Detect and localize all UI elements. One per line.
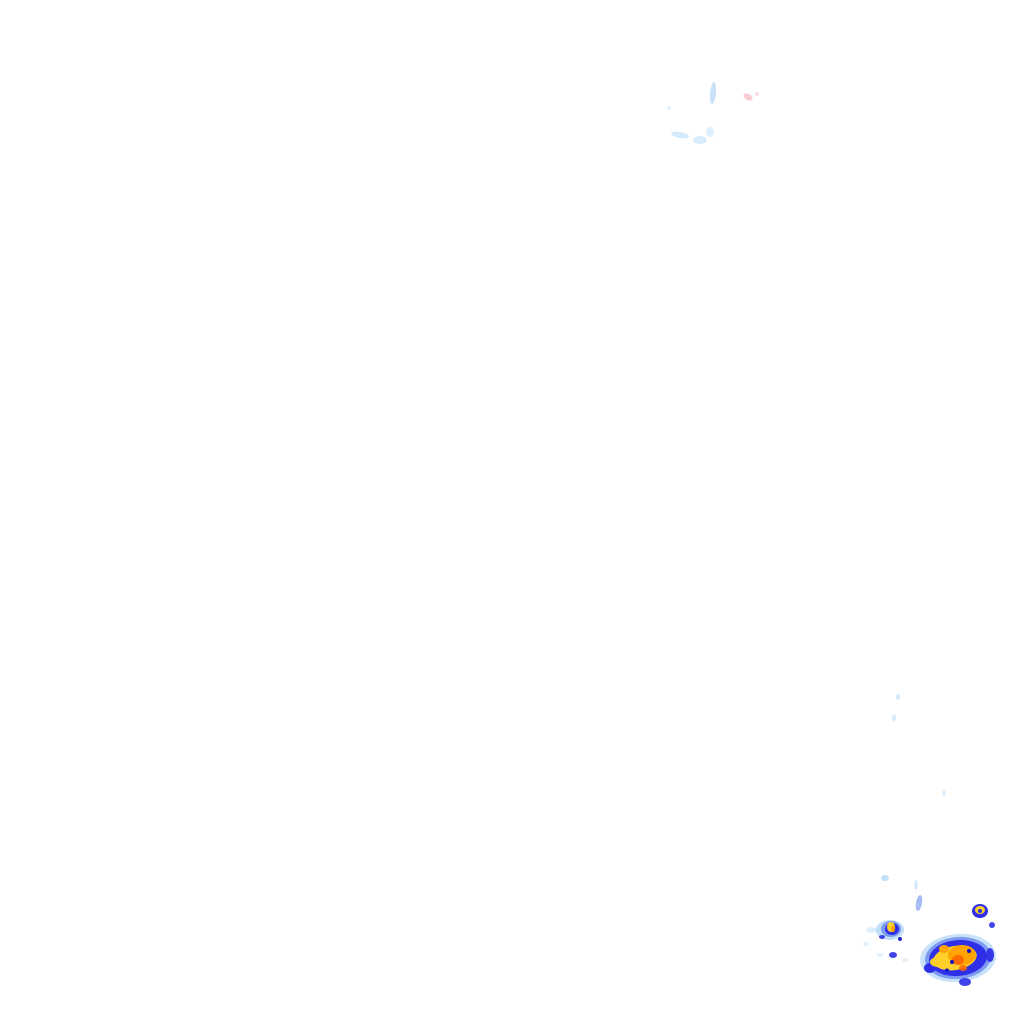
echo-moderate xyxy=(959,978,971,986)
echo-moderate xyxy=(879,935,885,939)
echo-very_light xyxy=(863,942,869,946)
echo-moderate xyxy=(889,952,897,958)
echo-trace_red xyxy=(755,92,759,96)
echo-very_light xyxy=(892,714,896,722)
echo-very_light xyxy=(942,790,946,796)
echo-extreme xyxy=(952,955,964,965)
echo-very_light xyxy=(706,127,714,137)
echo-heavy xyxy=(967,949,971,953)
echo-moderate xyxy=(989,922,995,928)
eastern-scattered-drizzle xyxy=(863,694,946,962)
echo-very_light xyxy=(914,880,918,890)
southeast-storm-cell-isolated xyxy=(972,904,988,918)
southeast-storm-cell-small xyxy=(876,920,904,958)
echo-very_light xyxy=(896,694,900,700)
echo-layer xyxy=(667,82,996,986)
echo-light_moderate xyxy=(915,895,923,911)
echo-very_heavy xyxy=(930,957,946,967)
echo-very_light xyxy=(667,106,671,110)
echo-intense xyxy=(891,926,895,932)
southeast-storm-cell-large xyxy=(920,922,996,986)
northern-faint-echoes xyxy=(667,82,759,144)
echo-heavy xyxy=(945,968,949,972)
echo-moderate xyxy=(978,909,982,913)
echo-very_light xyxy=(671,131,689,139)
echo-light xyxy=(881,875,889,881)
echo-intense xyxy=(939,945,949,953)
echo-heavy xyxy=(950,960,954,964)
echo-light xyxy=(709,82,717,104)
echo-very_light xyxy=(693,136,707,144)
echo-very_light xyxy=(902,958,908,962)
echo-very_light xyxy=(877,953,883,957)
echo-extreme xyxy=(959,965,967,971)
echo-heavy xyxy=(898,937,902,941)
echo-very_light xyxy=(866,927,878,933)
echo-moderate xyxy=(986,948,994,962)
echo-trace_red xyxy=(743,93,753,101)
